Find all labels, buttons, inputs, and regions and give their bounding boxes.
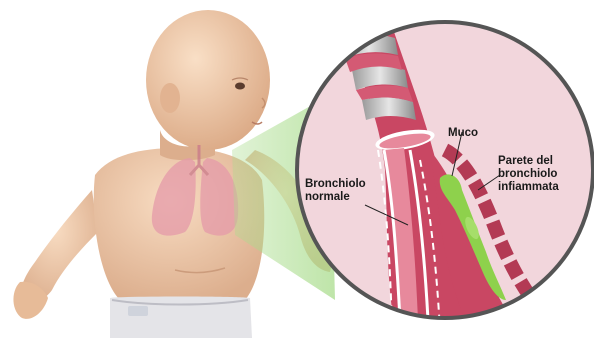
label-parete: Parete del bronchiolo infiammata — [498, 155, 559, 194]
baby-head — [146, 10, 270, 150]
baby-eye — [235, 83, 245, 90]
baby-ear — [160, 83, 180, 113]
label-muco: Muco — [448, 127, 478, 140]
label-bronchiolo-normale: Bronchiolo normale — [305, 178, 366, 204]
